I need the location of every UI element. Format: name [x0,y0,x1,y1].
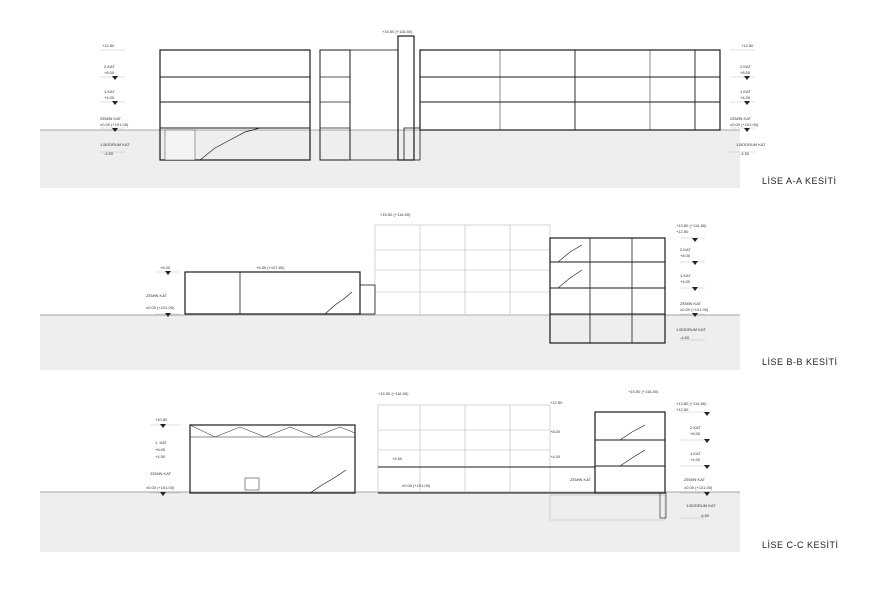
level-label-b-r2: 2.KAT [680,247,691,252]
level-label-b-r8: 1.BODRUM KAT [676,327,706,332]
level-label-c-l3: +4.50 [155,454,166,459]
level-label-b-r6: ZEMİN KAT [680,301,702,306]
level-marker-icon [692,313,698,317]
level-label-a-l8: -4.50 [104,151,114,156]
level-label-a-l7: 1.BODRUM KAT [100,142,130,147]
level-label-c-r8: 1.BODRUM KAT [686,503,716,508]
mid-label-c-1: +12.50 [550,400,563,405]
level-label-b-r3: +8.00 [680,253,691,258]
level-label-b-l2: ±0.00 (+101.00) [146,305,175,310]
level-label-a-l0: +12.50 [102,43,115,48]
level-label-b-l0: +6.00 [160,265,171,270]
level-label-a-l4: +4.00 [104,95,115,100]
level-marker-icon [704,412,710,416]
level-label-a-l3: 1.KAT [104,89,115,94]
building-a-left [159,35,415,161]
section-title-c-c: LİSE C-C KESİTİ [762,540,839,550]
top-label-c: +15.50 (+116.50) [378,391,409,396]
level-marker-icon [692,238,698,242]
level-label-b-l1: ZEMİN KAT [146,293,168,298]
ground-fill-a [40,130,740,188]
section-a-a [40,35,755,188]
level-marker-icon [704,465,710,469]
level-label-b-r0: +13.80 (+114.80) [676,223,707,228]
level-label-b-r9: -4.50 [680,335,690,340]
level-marker-icon [744,76,750,80]
level-label-b-r1: +12.50 [676,229,689,234]
level-label-a-r6: ±0.00 (+101.00) [730,122,759,127]
level-label-c-r2: 2.KAT [690,425,701,430]
level-label-c-r9: -4.50 [700,513,710,518]
level-label-c-l2: +6.00 [155,447,166,452]
section-title-b-b: LİSE B-B KESİTİ [762,357,838,367]
level-label-a-r7: 1.BODRUM KAT [736,142,766,147]
levels-a-right [730,49,755,153]
level-label-c-l1: 1. KAT [155,440,167,445]
level-marker-icon [692,287,698,291]
mid-label-c-5: ±0.00 (+101.00) [402,483,431,488]
level-label-a-l2: +8.00 [104,70,115,75]
ground-fill-c [40,492,740,552]
level-label-a-l6: ±0.00 (+101.00) [100,122,129,127]
level-label-c-l0: +10.80 [155,417,168,422]
level-marker-icon [165,313,171,317]
top-label-b: +15.50 (+116.50) [380,212,411,217]
building-b-left [184,271,376,315]
level-marker-icon [112,76,118,80]
section-b-b [40,224,740,370]
level-label-a-l1: 2.KAT [104,64,115,69]
level-label-c-r4: 1.KAT [690,451,701,456]
level-label-a-r3: 1.KAT [740,89,751,94]
level-label-c-r7: ±0.00 (+101.00) [684,485,713,490]
level-marker-icon [112,128,118,132]
section-title-a-a: LİSE A-A KESİTİ [762,176,837,186]
building-b-right [549,237,666,344]
level-label-c-r1: +12.50 [676,407,689,412]
level-marker-icon [160,492,166,496]
level-label-c-l5: ±0.00 (+101.00) [146,485,175,490]
mid-label-c-4: +4.50 [392,456,403,461]
building-c-right [594,411,667,519]
mid-label-c-0: +15.50 (+116.50) [628,389,659,394]
level-label-a-r0: +12.50 [741,43,754,48]
building-c-gym [189,424,356,494]
level-marker-icon [704,492,710,496]
mid-label-c-2: +8.00 [550,429,561,434]
level-marker-icon [744,128,750,132]
level-marker-icon [744,101,750,105]
level-label-c-l4: ZEMİN KAT [150,471,172,476]
mid-label-b: +6.80 (+107.80) [256,265,285,270]
level-marker-icon [165,271,171,275]
level-label-b-r5: +4.00 [680,279,691,284]
level-marker-icon [692,261,698,265]
level-marker-icon [704,439,710,443]
level-label-a-r2: +8.00 [740,70,751,75]
level-marker-icon [160,424,166,428]
mid-label-c-6: ZEMİN KAT [570,477,592,482]
level-label-c-r5: +4.00 [690,457,701,462]
level-label-a-r5: ZEMİN KAT [730,116,752,121]
mid-label-c-3: +4.00 [550,454,561,459]
level-label-a-l5: ZEMİN KAT [100,116,122,121]
level-label-a-r4: +4.00 [740,95,751,100]
level-label-a-r1: 2.KAT [740,64,751,69]
building-a-right [403,49,721,161]
ghost-building-b [374,224,551,316]
level-label-b-r7: ±0.00 (+101.00) [680,307,709,312]
section-c-c [40,404,740,552]
level-label-a-r8: -4.50 [740,151,750,156]
level-label-c-r0: +13.80 (+114.80) [676,401,707,406]
top-label-a: +15.50 (+116.50) [382,29,413,34]
level-label-c-r3: +8.00 [690,431,701,436]
building-c-corridor [378,466,595,494]
level-label-b-r4: 1.KAT [680,273,691,278]
level-label-c-r6: ZEMİN KAT [684,477,706,482]
level-marker-icon [112,101,118,105]
